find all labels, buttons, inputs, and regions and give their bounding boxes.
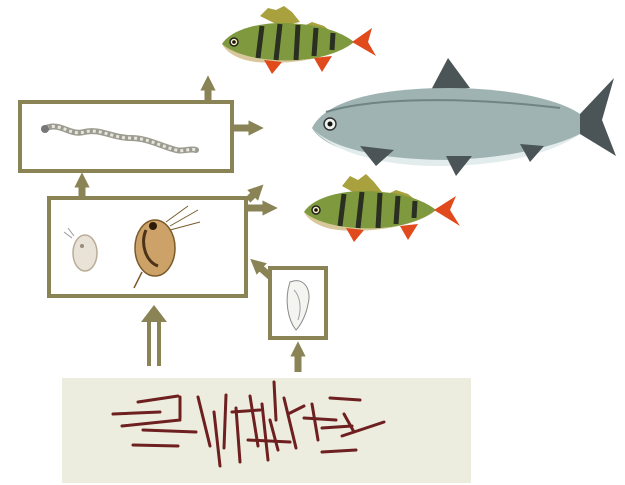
whitefish-icon [312,58,616,176]
algae-panel [62,378,471,483]
arrow-algae-to-zooplankton [141,305,167,366]
chironomid-box [20,102,232,171]
perch-fish-bottom-icon [304,174,460,242]
zooplankton-box [49,198,246,296]
rotifer-box [270,268,326,338]
perch-fish-top-icon [222,6,376,74]
arrow-zooplankton-to-whitefish [248,190,258,200]
